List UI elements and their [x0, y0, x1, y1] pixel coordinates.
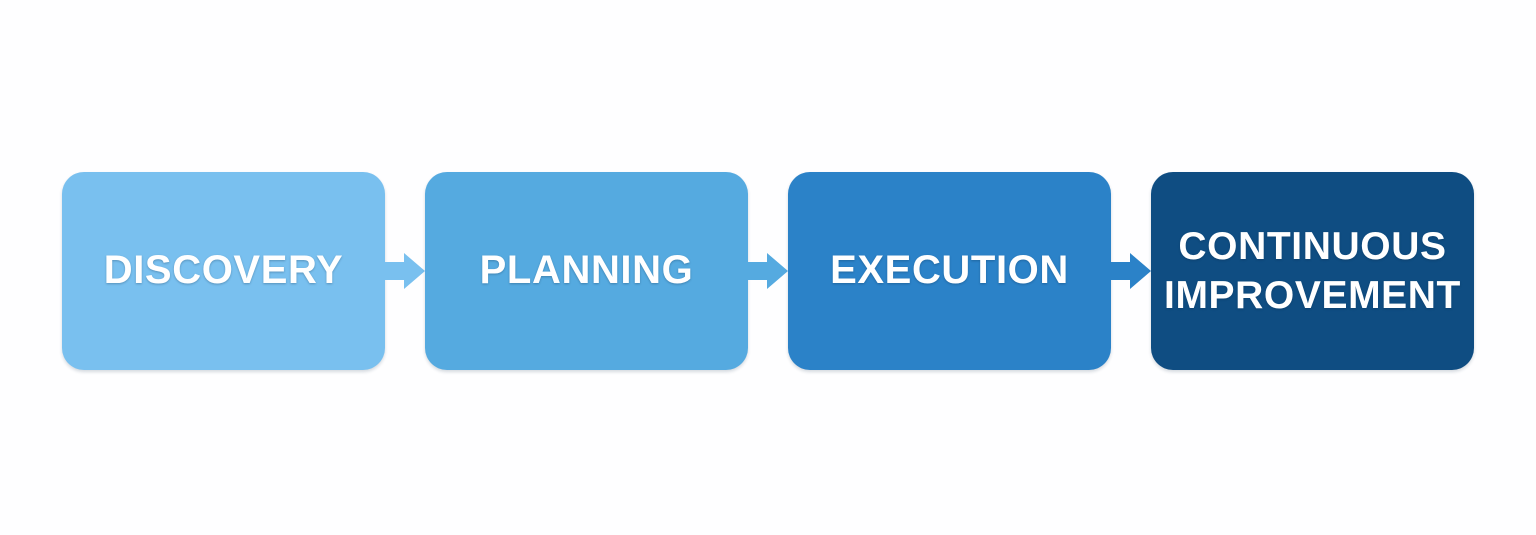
stage-label-continuous-improvement: CONTINUOUS IMPROVEMENT	[1164, 224, 1461, 317]
connector-execution-to-continuous-improvement	[1111, 172, 1151, 370]
stage-box-execution[interactable]: EXECUTION	[788, 172, 1111, 370]
stage-box-discovery[interactable]: DISCOVERY	[62, 172, 385, 370]
stage-box-planning[interactable]: PLANNING	[425, 172, 748, 370]
process-flow: DISCOVERY PLANNING EXECUTION CONTINUOUS IMP…	[62, 172, 1474, 370]
right-arrow-icon	[1111, 253, 1151, 289]
stage-box-continuous-improvement[interactable]: CONTINUOUS IMPROVEMENT	[1151, 172, 1474, 370]
stage-label-execution: EXECUTION	[830, 248, 1069, 293]
right-arrow-icon	[748, 253, 788, 289]
right-arrow-icon	[385, 253, 425, 289]
stage-label-discovery: DISCOVERY	[103, 248, 344, 293]
stage-label-planning: PLANNING	[479, 248, 694, 293]
connector-discovery-to-planning	[385, 172, 425, 370]
connector-planning-to-execution	[748, 172, 788, 370]
